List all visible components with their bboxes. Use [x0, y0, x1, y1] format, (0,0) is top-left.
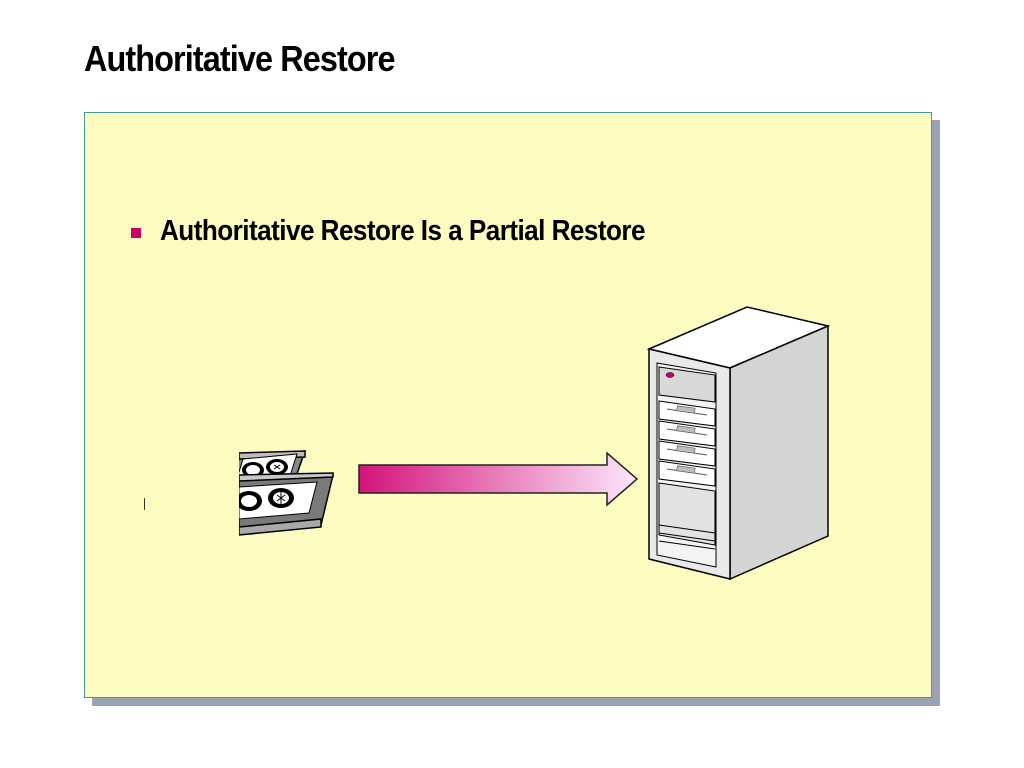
server-tower-icon [646, 306, 831, 581]
bullet-text: Authoritative Restore Is a Partial Resto… [160, 215, 646, 247]
content-panel: Authoritative Restore Is a Partial Resto… [84, 112, 932, 698]
slide-title: Authoritative Restore [84, 38, 395, 79]
bullet-item: Authoritative Restore Is a Partial Resto… [131, 215, 699, 248]
backup-tapes-icon [239, 450, 334, 536]
restore-arrow [358, 451, 639, 507]
restore-diagram [239, 306, 831, 581]
drive-bays [658, 400, 716, 487]
front-tape [239, 472, 334, 536]
text-cursor-mark [144, 498, 145, 510]
power-led-icon [665, 372, 675, 378]
square-bullet-icon [131, 227, 141, 238]
